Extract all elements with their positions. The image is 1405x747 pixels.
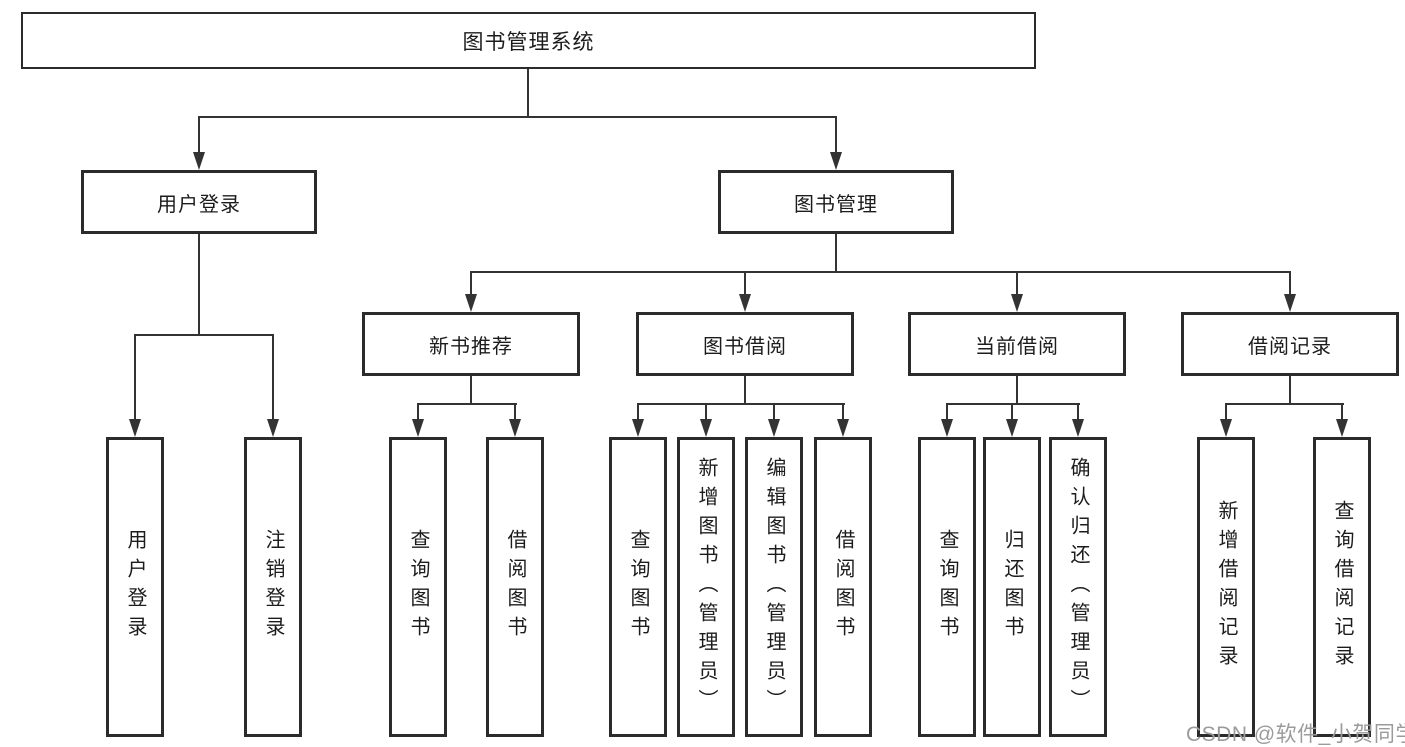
- arrow-down-icon: [193, 152, 205, 170]
- node-borrow-records-label: 借阅记录: [1248, 335, 1332, 358]
- connector-line: [842, 403, 844, 419]
- node-borrow-books-recommend-label: 借阅图书: [504, 529, 526, 645]
- node-logout-label: 注销登录: [262, 529, 284, 645]
- node-add-book-admin-label: 新增图书（管理员）: [695, 456, 717, 718]
- node-query-books-current-label: 查询图书: [936, 529, 958, 645]
- connector-line: [134, 334, 274, 336]
- node-user-login-label: 用户登录: [157, 193, 241, 216]
- connector-line: [637, 403, 639, 419]
- node-borrow-books-recommend: 借阅图书: [486, 437, 544, 737]
- connector-line: [1016, 376, 1018, 405]
- node-login: 用户登录: [106, 437, 164, 737]
- arrow-down-icon: [1006, 419, 1018, 437]
- arrow-down-icon: [1011, 294, 1023, 312]
- node-borrow-books: 借阅图书: [814, 437, 872, 737]
- node-return-book-label: 归还图书: [1001, 529, 1023, 645]
- connector-line: [835, 116, 837, 152]
- connector-line: [417, 403, 419, 419]
- connector-line: [1225, 403, 1227, 419]
- node-edit-book-admin-label: 编辑图书（管理员）: [763, 456, 785, 718]
- arrow-down-icon: [768, 419, 780, 437]
- arrow-down-icon: [267, 419, 279, 437]
- node-edit-book-admin: 编辑图书（管理员）: [745, 437, 803, 737]
- connector-line: [514, 403, 516, 419]
- node-confirm-return-admin-label: 确认归还（管理员）: [1067, 456, 1089, 718]
- connector-line: [198, 116, 837, 118]
- arrow-down-icon: [830, 152, 842, 170]
- connector-line: [744, 376, 746, 405]
- node-add-book-admin: 新增图书（管理员）: [677, 437, 735, 737]
- node-new-book-recommend: 新书推荐: [362, 312, 580, 376]
- node-book-management: 图书管理: [718, 170, 954, 234]
- node-query-books-recommend-label: 查询图书: [407, 529, 429, 645]
- connector-line: [134, 334, 136, 419]
- node-book-management-label: 图书管理: [794, 193, 878, 216]
- node-borrow-records: 借阅记录: [1181, 312, 1399, 376]
- csdn-watermark: CSDN @软件_小贺同学: [1186, 723, 1405, 746]
- node-login-label: 用户登录: [124, 529, 146, 645]
- node-user-login: 用户登录: [81, 170, 317, 234]
- connector-line: [1016, 271, 1018, 294]
- connector-line: [527, 69, 529, 117]
- node-book-borrow: 图书借阅: [636, 312, 854, 376]
- arrow-down-icon: [412, 419, 424, 437]
- node-root-label: 图书管理系统: [462, 30, 595, 54]
- node-query-books-borrow: 查询图书: [609, 437, 667, 737]
- connector-line: [773, 403, 775, 419]
- connector-line: [198, 234, 200, 335]
- connector-line: [198, 116, 200, 152]
- connector-line: [946, 403, 948, 419]
- connector-line: [470, 376, 472, 405]
- connector-line: [1011, 403, 1013, 419]
- connector-line: [470, 271, 1291, 273]
- arrow-down-icon: [632, 419, 644, 437]
- node-current-borrow-label: 当前借阅: [975, 335, 1059, 358]
- arrow-down-icon: [1336, 419, 1348, 437]
- connector-line: [1289, 376, 1291, 405]
- node-add-borrow-record-label: 新增借阅记录: [1215, 500, 1237, 674]
- arrow-down-icon: [1220, 419, 1232, 437]
- node-root: 图书管理系统: [21, 12, 1036, 69]
- connector-line: [272, 334, 274, 419]
- connector-line: [1289, 271, 1291, 294]
- node-query-borrow-record: 查询借阅记录: [1313, 437, 1371, 737]
- node-add-borrow-record: 新增借阅记录: [1197, 437, 1255, 737]
- node-query-books-borrow-label: 查询图书: [627, 529, 649, 645]
- connector-line: [1341, 403, 1343, 419]
- arrow-down-icon: [837, 419, 849, 437]
- arrow-down-icon: [739, 294, 751, 312]
- arrow-down-icon: [1284, 294, 1296, 312]
- node-query-borrow-record-label: 查询借阅记录: [1331, 500, 1353, 674]
- connector-line: [1225, 403, 1344, 405]
- node-book-borrow-label: 图书借阅: [703, 335, 787, 358]
- arrow-down-icon: [509, 419, 521, 437]
- arrow-down-icon: [129, 419, 141, 437]
- node-logout: 注销登录: [244, 437, 302, 737]
- arrow-down-icon: [465, 294, 477, 312]
- node-return-book: 归还图书: [983, 437, 1041, 737]
- connector-line: [835, 234, 837, 273]
- node-current-borrow: 当前借阅: [908, 312, 1126, 376]
- node-new-book-recommend-label: 新书推荐: [429, 335, 513, 358]
- connector-line: [705, 403, 707, 419]
- node-borrow-books-label: 借阅图书: [832, 529, 854, 645]
- arrow-down-icon: [1072, 419, 1084, 437]
- connector-line: [744, 271, 746, 294]
- connector-line: [470, 271, 472, 294]
- connector-line: [946, 403, 1080, 405]
- connector-line: [1077, 403, 1079, 419]
- connector-line: [417, 403, 517, 405]
- arrow-down-icon: [700, 419, 712, 437]
- node-query-books-current: 查询图书: [918, 437, 976, 737]
- node-confirm-return-admin: 确认归还（管理员）: [1049, 437, 1107, 737]
- node-query-books-recommend: 查询图书: [389, 437, 447, 737]
- arrow-down-icon: [941, 419, 953, 437]
- connector-line: [637, 403, 845, 405]
